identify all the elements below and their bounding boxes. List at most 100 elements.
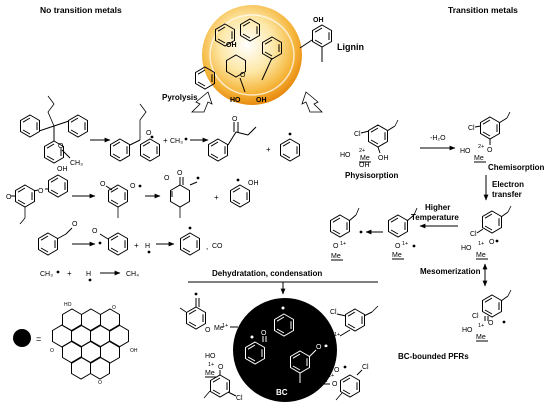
svg-text:Me: Me [331,253,341,260]
svg-text:HO: HO [340,152,351,159]
svg-text:HO: HO [460,148,471,155]
bc-right-groups: Cl Me 1+ OH Me 1+ O Cl O [318,305,379,401]
svg-text:O: O [261,330,267,337]
svg-text:2+: 2+ [478,144,484,150]
svg-text:HO: HO [205,353,216,360]
svg-text:O: O [218,364,224,371]
svg-text:OH: OH [313,17,324,24]
lignin-orb [202,5,302,105]
svg-text:HO: HO [461,245,472,252]
svg-text:OH: OH [324,347,335,354]
svg-text:O: O [100,181,106,188]
svg-text:Me: Me [318,377,328,384]
bc-bounded-label: BC-bounded PFRs [398,352,469,361]
svg-text:1+: 1+ [402,241,408,247]
svg-text:1+: 1+ [208,362,214,368]
svg-text:O: O [333,243,339,250]
svg-text:Me: Me [214,325,224,332]
tm-arrow [301,91,323,113]
svg-text:O: O [488,320,494,327]
svg-text:O: O [240,72,246,79]
dehydration-label: Dehydratation, condensation [212,269,322,278]
pyrolysis-label: Pyrolysis [162,93,198,102]
svg-text:Cl: Cl [468,125,475,132]
svg-text:Cl: Cl [236,395,243,402]
svg-text:O: O [38,188,44,195]
svg-text:O: O [164,175,170,182]
svg-text:OH: OH [378,155,389,162]
surface-complex: Cl O HO 1+ Me [461,205,512,260]
svg-text:O: O [232,116,238,123]
svg-text:OH: OH [256,97,267,104]
svg-text:1+: 1+ [328,373,334,379]
physisorption-label: Physisorption [345,171,398,180]
svg-text:CH₃: CH₃ [70,160,83,167]
svg-text:1+: 1+ [340,241,346,247]
svg-text:CH₃: CH₃ [40,271,53,278]
svg-text:+: + [266,145,271,154]
svg-text:2+: 2+ [359,148,365,154]
reaction-4: CH₃ + H CH₄ [40,269,139,282]
bc-label: BC [276,388,288,397]
reaction-1: O CH₃ O + CH₃ O + [20,95,300,167]
svg-text:HO: HO [230,97,241,104]
svg-text:Cl: Cl [472,313,479,320]
svg-text:CH₄: CH₄ [126,271,139,278]
svg-text:O: O [334,367,340,374]
svg-text:Me: Me [474,155,484,162]
svg-text:1+: 1+ [222,323,228,329]
svg-text:O: O [58,143,64,150]
legend-dot [13,329,31,347]
chemisorption-label: Chemisorption [488,163,545,172]
svg-text:O: O [332,381,338,388]
svg-text:Higher: Higher [425,203,450,212]
svg-text:OH: OH [130,348,138,354]
svg-text:Electron: Electron [492,180,524,189]
svg-text:HO: HO [64,302,72,308]
semiquinone-complex: O 1+ Me [330,207,360,261]
svg-text:1+: 1+ [334,332,340,338]
svg-text:O: O [487,147,493,154]
no-tm-heading: No transition metals [40,5,122,15]
svg-text:O: O [146,130,152,137]
mesomer-complex: Cl O HO 1+ Me [462,289,512,342]
svg-text:O: O [489,239,495,246]
svg-text:,: , [206,242,208,251]
svg-text:=: = [36,334,41,344]
svg-text:Cl: Cl [330,309,337,316]
svg-text:Me: Me [476,334,486,341]
svg-text:+: + [163,136,168,145]
svg-text:-H₂O: -H₂O [430,135,446,142]
svg-text:+: + [214,193,219,202]
svg-text:O: O [112,305,116,311]
svg-text:+: + [134,241,139,250]
phenoxy-complex: O 1+ Me [388,207,418,260]
reaction-3: O O + H , CO [38,221,223,256]
reaction-2: O OH O O O O O + OH [6,166,259,225]
svg-text:+: + [67,269,72,278]
svg-text:Me: Me [205,370,215,377]
svg-text:O: O [316,344,322,351]
svg-text:O: O [92,228,98,235]
svg-text:O: O [50,348,54,354]
svg-text:O: O [72,221,78,228]
graphene-sheet: HO O OH O O [50,302,138,386]
bc-left-groups: O Me 1+ HO 1+ Me O Cl [179,292,243,402]
svg-text:Me: Me [476,252,486,259]
svg-text:OH: OH [57,166,68,173]
svg-text:OH: OH [248,180,259,187]
tm-heading: Transition metals [448,5,518,15]
svg-text:O: O [177,170,183,177]
chemisorption-complex: Cl O HO 2+ Me [460,111,511,163]
svg-text:Cl: Cl [354,131,361,138]
svg-text:1+: 1+ [478,323,484,329]
svg-text:CO: CO [212,243,223,250]
svg-text:O: O [130,183,136,190]
svg-text:H: H [86,271,91,278]
svg-text:O: O [98,380,102,386]
svg-text:OH: OH [359,162,370,169]
svg-text:Cl: Cl [470,231,477,238]
svg-text:Cl: Cl [362,364,369,371]
svg-text:HO: HO [462,327,473,334]
svg-text:Me: Me [360,155,370,162]
